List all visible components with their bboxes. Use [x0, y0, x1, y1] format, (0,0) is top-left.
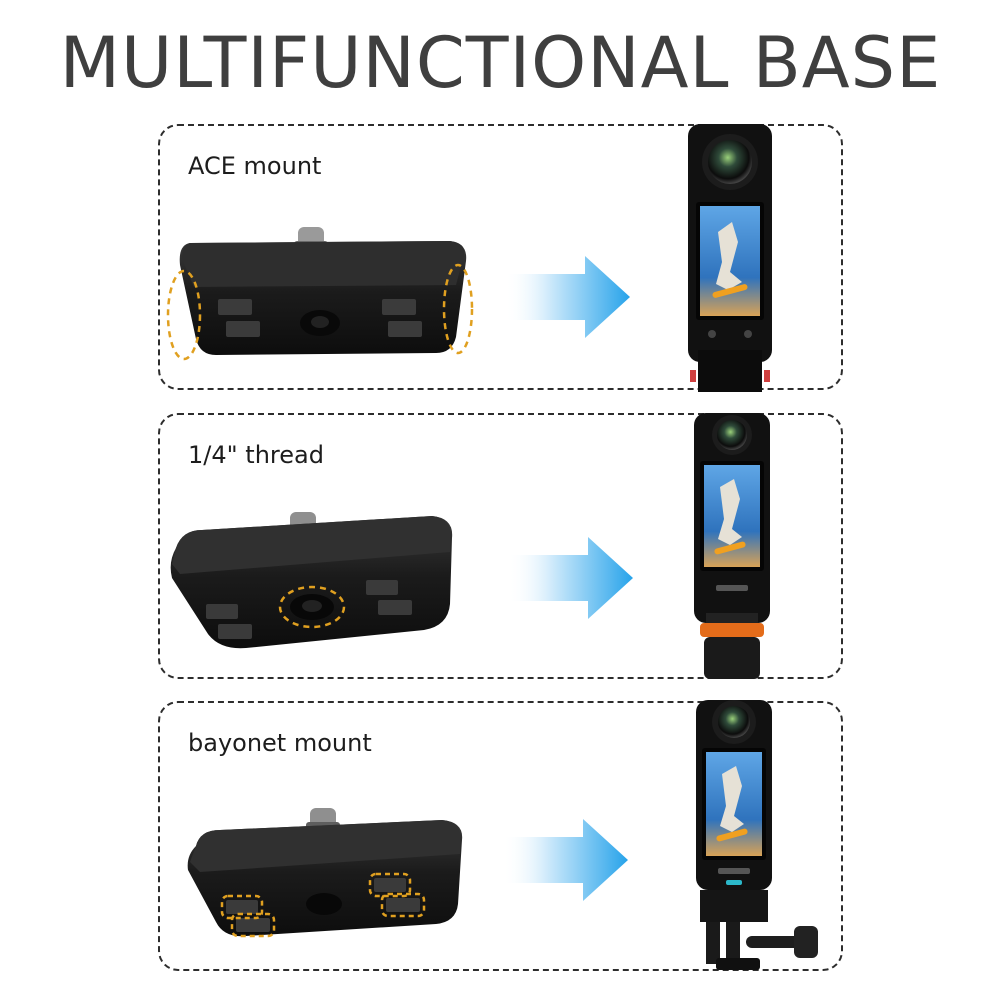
right-arrow-icon	[508, 537, 633, 619]
ace-mount-panel: ACE mount	[158, 124, 843, 390]
camera-image	[696, 700, 818, 970]
camera-image	[694, 413, 770, 679]
camera-image	[688, 124, 772, 392]
right-arrow-icon	[503, 819, 628, 901]
mount-base-image	[187, 808, 463, 938]
section-label: bayonet mount	[188, 729, 372, 757]
bayonet-panel: bayonet mount	[158, 701, 843, 971]
mount-base-image	[166, 227, 474, 361]
section-label: ACE mount	[188, 152, 322, 180]
mount-base-image	[170, 512, 453, 649]
right-arrow-icon	[505, 256, 630, 338]
page-title: MULTIFUNCTIONAL BASE	[59, 22, 942, 104]
section-label: 1/4" thread	[188, 441, 324, 469]
thread-panel: 1/4" thread	[158, 413, 843, 679]
